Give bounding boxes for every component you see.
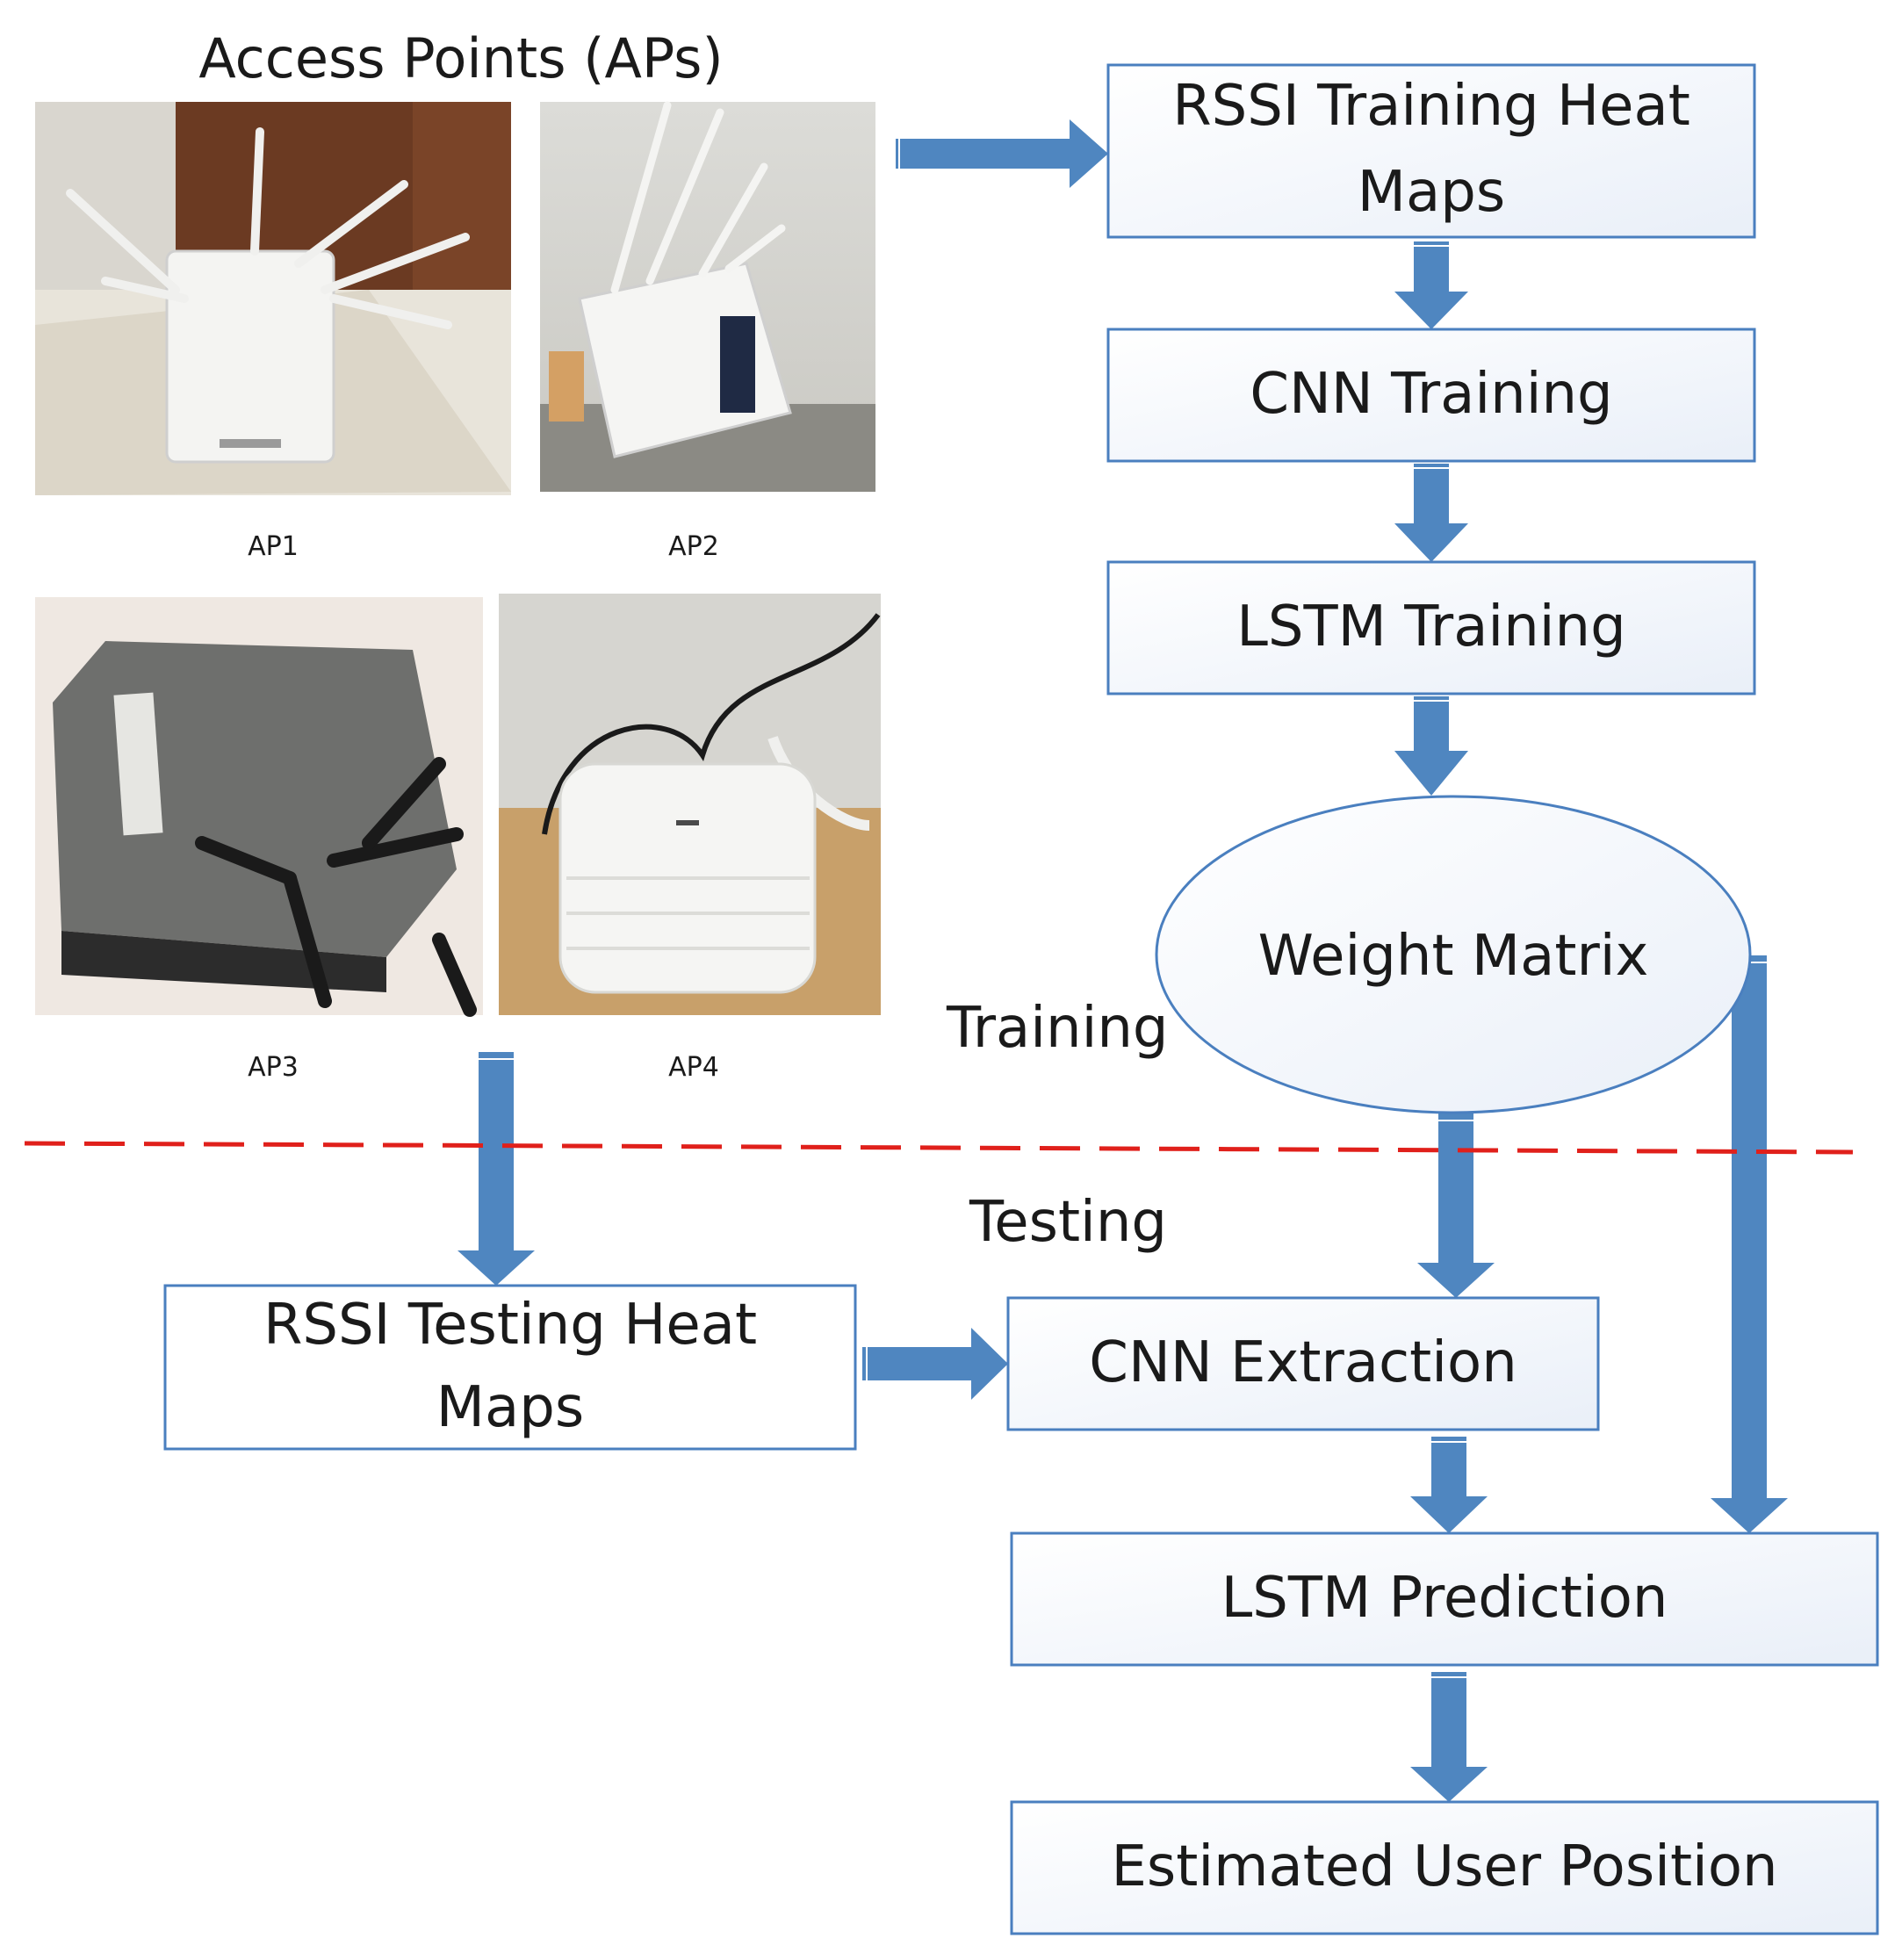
cnn-extraction-label: CNN Extraction <box>1089 1330 1517 1395</box>
ap1-photo <box>35 102 511 495</box>
ap3-photo <box>35 597 483 1017</box>
arrow-testing-heatmaps-to-cnn-extraction <box>862 1328 1008 1400</box>
estimated-user-position-box: Estimated User Position <box>1010 1800 1879 1935</box>
weight-matrix-label: Weight Matrix <box>1258 924 1649 989</box>
lstm-prediction-box: LSTM Prediction <box>1010 1531 1879 1667</box>
testing-phase-label: Testing <box>969 1190 1167 1255</box>
lstm-training-box: LSTM Training <box>1106 560 1756 695</box>
cnn-extraction-box: CNN Extraction <box>1006 1296 1600 1431</box>
arrow-heatmaps-to-cnn-training <box>1394 241 1468 329</box>
lstm-prediction-label: LSTM Prediction <box>1221 1566 1668 1631</box>
arrow-lstm-to-weight-matrix <box>1394 696 1468 796</box>
weight-matrix-ellipse: Weight Matrix <box>1155 795 1752 1114</box>
arrow-weight-matrix-to-cnn-extraction <box>1417 1113 1495 1298</box>
cnn-training-box: CNN Training <box>1106 328 1756 463</box>
cnn-training-label: CNN Training <box>1250 362 1612 427</box>
training-testing-divider <box>24 1141 1854 1155</box>
access-points-title: Access Points (APs) <box>198 26 723 90</box>
ap2-photo <box>540 101 875 492</box>
arrow-aps-to-testing-heatmaps <box>457 1052 535 1286</box>
rssi-testing-heatmaps-line2: Maps <box>436 1375 584 1440</box>
estimated-user-position-label: Estimated User Position <box>1111 1834 1777 1899</box>
ap2-label: AP2 <box>668 531 719 562</box>
ap3-label: AP3 <box>248 1052 299 1083</box>
ap4-label: AP4 <box>668 1052 719 1083</box>
ap4-photo <box>499 594 881 1015</box>
lstm-training-label: LSTM Training <box>1236 594 1625 659</box>
arrow-cnn-to-lstm-training <box>1394 464 1468 562</box>
arrow-weight-matrix-to-lstm-prediction <box>1711 955 1788 1533</box>
ap1-label: AP1 <box>248 531 299 562</box>
rssi-testing-heatmaps-line1: RSSI Testing Heat <box>263 1293 757 1358</box>
rssi-training-heatmaps-line2: Maps <box>1358 160 1505 225</box>
rssi-testing-heatmaps-box: RSSI Testing Heat Maps <box>163 1284 857 1451</box>
arrow-aps-to-training-heatmaps <box>896 119 1108 188</box>
arrow-lstm-prediction-to-output <box>1410 1672 1488 1802</box>
rssi-training-heatmaps-box: RSSI Training Heat Maps <box>1106 63 1756 239</box>
rssi-training-heatmaps-line1: RSSI Training Heat <box>1172 74 1690 139</box>
training-phase-label: Training <box>946 996 1169 1061</box>
arrow-cnn-extraction-to-lstm-prediction <box>1410 1437 1488 1533</box>
